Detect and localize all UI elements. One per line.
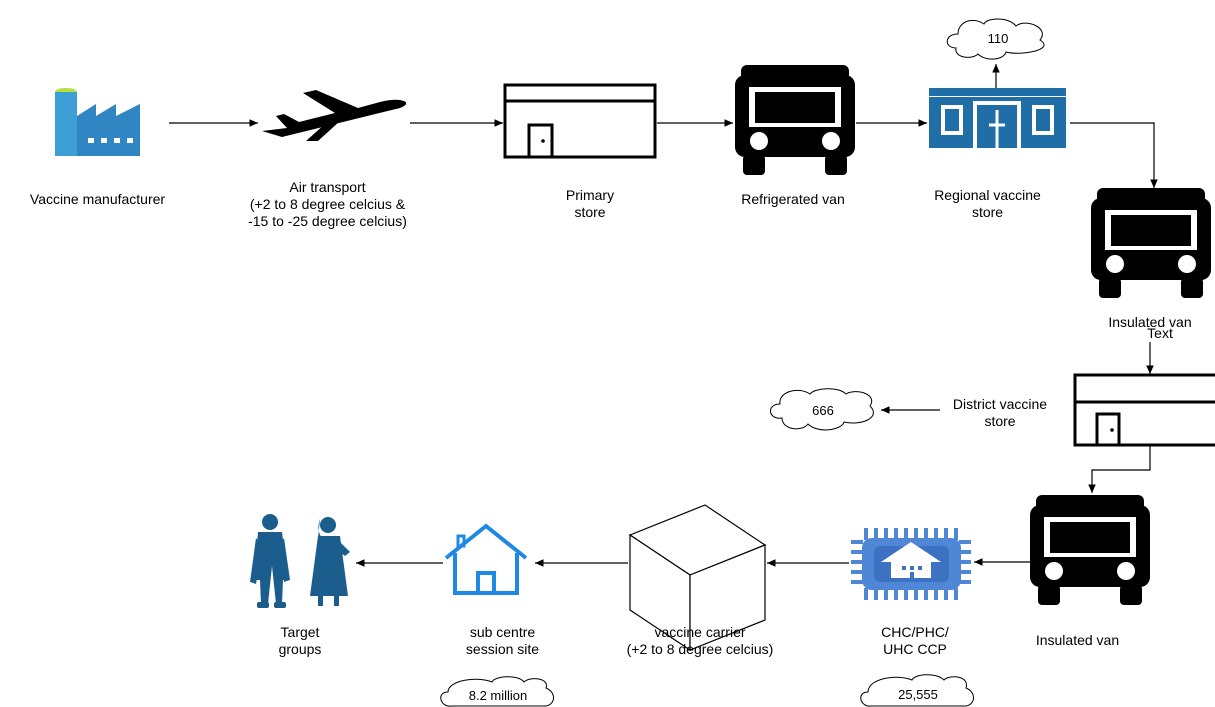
label-insulated-van-2: Insulated van bbox=[1035, 632, 1120, 648]
cloud-value-district: 666 bbox=[812, 403, 834, 418]
cloud-value-chc: 25,555 bbox=[898, 687, 938, 702]
truck-icon bbox=[1091, 188, 1211, 298]
cloud-value-regional: 110 bbox=[987, 31, 1009, 46]
label-text-placeholder: Text bbox=[1147, 325, 1173, 341]
label-regional-vaccine-store: Regional vaccine store bbox=[934, 187, 1041, 220]
label-vaccine-manufacturer: Vaccine manufacturer bbox=[29, 191, 166, 207]
cloud-chc bbox=[860, 674, 974, 707]
cloud-district bbox=[770, 388, 874, 431]
airplane-icon bbox=[262, 90, 407, 141]
cloud-value-subcentre: 8.2 million bbox=[468, 688, 528, 703]
label-air-transport: Air transport (+2 to 8 degree celcius & … bbox=[248, 179, 407, 229]
truck-icon bbox=[1030, 495, 1150, 605]
label-vaccine-carrier: vaccine carrier (+2 to 8 degree celcius) bbox=[626, 624, 774, 657]
cloud-subcentre bbox=[440, 676, 554, 707]
label-refrigerated-van: Refrigerated van bbox=[741, 191, 845, 207]
arrow-insulated-to-chc bbox=[974, 542, 1033, 566]
truck-icon bbox=[735, 65, 855, 175]
store-building-icon bbox=[1073, 373, 1215, 447]
regional-store-icon bbox=[929, 88, 1066, 148]
chip-icon bbox=[851, 528, 971, 600]
label-insulated-van-1: Insulated van bbox=[1108, 314, 1192, 330]
store-building-icon bbox=[503, 83, 657, 159]
arrow-regional-to-insulated bbox=[1070, 122, 1158, 188]
label-chc-phc-uhc: CHC/PHC/ UHC CCP bbox=[881, 624, 949, 657]
cloud-shapes bbox=[440, 18, 1045, 707]
label-target-groups: Target groups bbox=[278, 624, 322, 657]
cube-icon bbox=[628, 504, 767, 652]
cloud-regional bbox=[946, 18, 1045, 60]
house-icon bbox=[444, 523, 528, 595]
arrow-district-to-insulated bbox=[1088, 446, 1151, 493]
factory-icon bbox=[55, 88, 140, 156]
label-primary-store: Primary store bbox=[565, 187, 615, 220]
label-district-vaccine-store: District vaccine store bbox=[952, 396, 1048, 429]
people-icon bbox=[250, 514, 350, 608]
connector-lines bbox=[169, 64, 1158, 567]
label-sub-centre: sub centre session site bbox=[465, 624, 540, 657]
